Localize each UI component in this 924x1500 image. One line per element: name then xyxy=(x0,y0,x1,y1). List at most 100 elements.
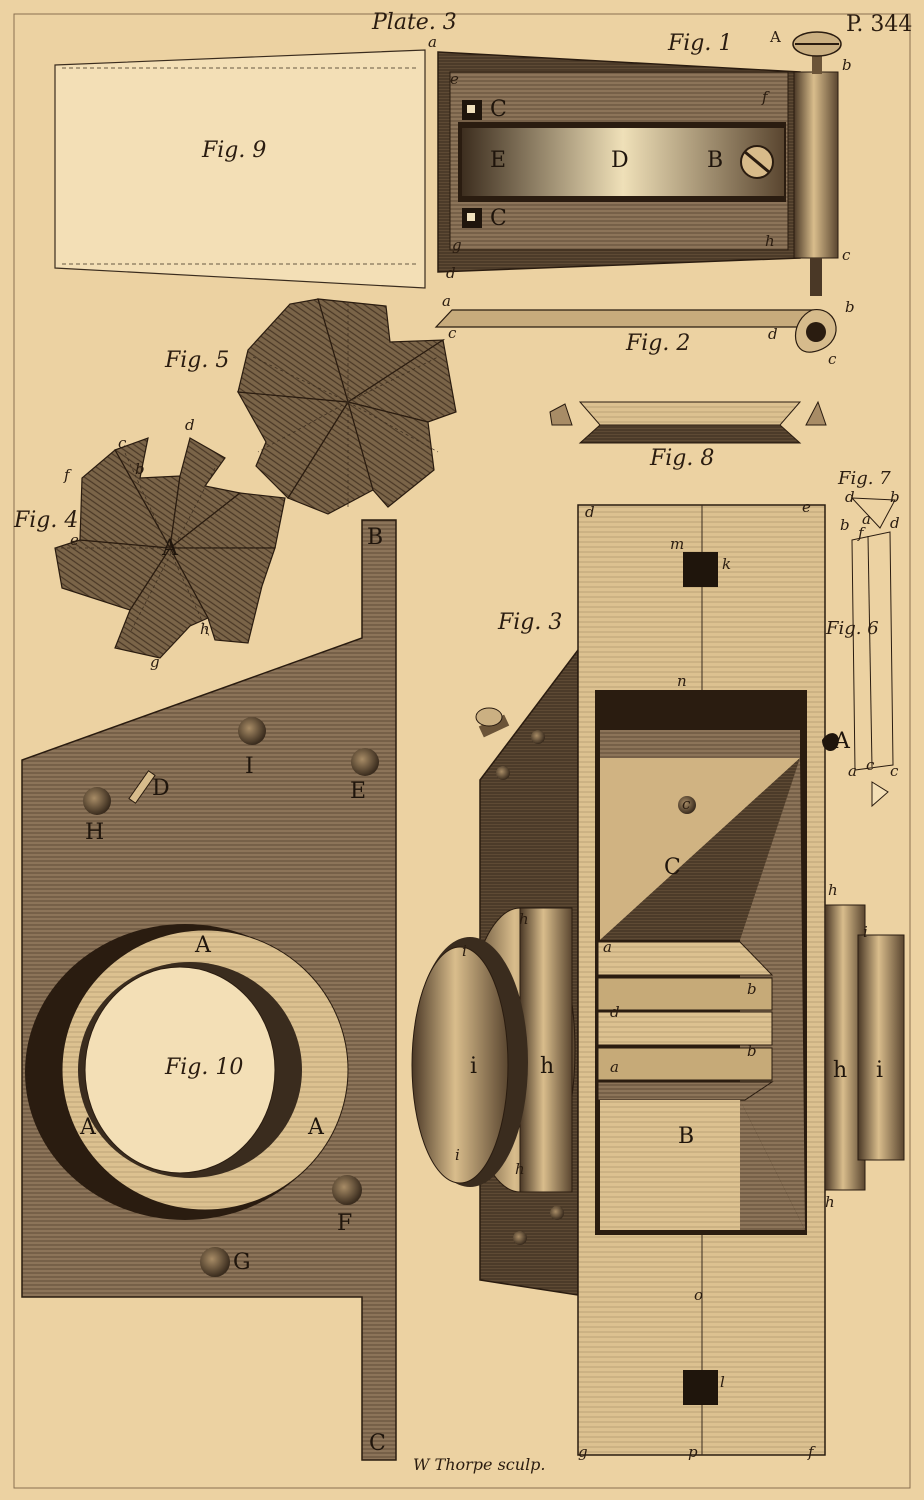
fig1-letter-C-top: C xyxy=(490,97,507,122)
fig6-caption: Fig. 6 xyxy=(826,618,879,639)
fig4-letter-e: e xyxy=(70,531,79,549)
fig7-letter-d2: d xyxy=(890,514,900,532)
fig2-letter-a: a xyxy=(442,292,451,310)
fig1-letter-f: f xyxy=(762,88,768,106)
plate-title: Plate. 3 xyxy=(372,10,457,35)
fig1-letter-c: c xyxy=(842,246,851,264)
fig6-letter-c1: c xyxy=(866,756,875,774)
fig1-letter-A: A xyxy=(770,28,781,46)
fig4-letter-d: d xyxy=(185,416,195,434)
fig3-letter-k: k xyxy=(722,555,732,573)
fig1-letter-e: e xyxy=(450,70,459,88)
fig3-letter-b2: b xyxy=(747,1042,757,1060)
fig3-letter-d2: d xyxy=(610,1003,620,1021)
fig2-letter-b: b xyxy=(845,298,855,316)
fig6-letter-a: a xyxy=(848,762,857,780)
fig8-drawing xyxy=(549,400,827,444)
fig3-letter-i4: i xyxy=(863,923,868,941)
fig2-letter-d: d xyxy=(768,325,778,343)
fig1-letter-B: B xyxy=(707,148,724,173)
fig4-letter-A: A xyxy=(162,536,178,561)
fig3-caption: Fig. 3 xyxy=(498,610,563,635)
fig7-letter-f: f xyxy=(858,524,864,542)
fig10-letter-D: D xyxy=(152,776,170,801)
fig10-caption: Fig. 10 xyxy=(165,1055,244,1080)
fig9-drawing xyxy=(54,49,426,289)
fig1-letter-E: E xyxy=(490,148,507,173)
fig3-letter-h5: h xyxy=(833,1058,848,1083)
fig1-letter-a: a xyxy=(428,33,437,51)
fig3-letter-i5: i xyxy=(876,1058,884,1083)
engraver-signature: W Thorpe sculp. xyxy=(413,1455,546,1474)
fig3-letter-h3: h xyxy=(515,1160,525,1178)
plate-border xyxy=(13,13,911,1489)
fig1-letter-b: b xyxy=(842,56,852,74)
fig2-caption: Fig. 2 xyxy=(626,331,691,356)
fig10-letter-A-right: A xyxy=(308,1115,324,1140)
fig3-drawing xyxy=(411,504,905,1456)
fig3-letter-p: p xyxy=(688,1443,698,1461)
page-reference: P. 344 xyxy=(846,12,913,37)
fig4-letter-b: b xyxy=(135,460,145,478)
fig4-letter-h: h xyxy=(200,620,210,638)
fig3-letter-h6: h xyxy=(825,1193,835,1211)
fig1-letter-h: h xyxy=(765,232,775,250)
fig8-caption: Fig. 8 xyxy=(650,446,715,471)
fig10-drawing xyxy=(21,519,397,1461)
fig3-letter-b1: b xyxy=(747,980,757,998)
fig7-letter-d: d xyxy=(845,488,855,506)
fig2-drawing xyxy=(434,309,837,353)
fig3-letter-i2: i xyxy=(470,1054,478,1079)
fig3-letter-h2: h xyxy=(540,1054,555,1079)
fig3-letter-f: f xyxy=(808,1443,814,1461)
fig3-letter-i1: i xyxy=(462,942,467,960)
fig10-letter-H: H xyxy=(85,820,105,845)
fig4-letter-f: f xyxy=(64,466,70,484)
fig7-letter-b2: b xyxy=(840,516,850,534)
fig3-letter-l: l xyxy=(720,1373,725,1391)
fig6-drawing xyxy=(850,497,896,808)
fig9-caption: Fig. 9 xyxy=(202,138,267,163)
fig5-drawing xyxy=(236,298,457,515)
fig4-drawing xyxy=(54,437,286,659)
fig3-letter-i3: i xyxy=(455,1146,460,1164)
fig10-letter-I: I xyxy=(245,754,254,779)
fig3-letter-a2: a xyxy=(610,1058,619,1076)
fig10-letter-C: C xyxy=(369,1431,386,1456)
fig10-letter-G: G xyxy=(233,1250,251,1275)
fig3-letter-n: n xyxy=(677,672,687,690)
fig10-letter-A-left: A xyxy=(80,1115,96,1140)
fig1-letter-D: D xyxy=(611,148,629,173)
fig3-letter-C: C xyxy=(664,855,681,880)
fig10-letter-F: F xyxy=(337,1211,353,1236)
fig2-letter-c: c xyxy=(448,324,457,342)
fig6-letter-A: A xyxy=(834,729,850,754)
fig1-drawing xyxy=(437,31,842,296)
fig1-caption: Fig. 1 xyxy=(668,31,733,56)
fig5-caption: Fig. 5 xyxy=(165,348,230,373)
fig10-letter-E: E xyxy=(350,779,367,804)
fig4-letter-c: c xyxy=(118,434,127,452)
fig3-letter-e: e xyxy=(802,498,811,516)
fig3-letter-o: o xyxy=(694,1286,704,1304)
fig7-caption: Fig. 7 xyxy=(838,468,891,489)
fig4-caption: Fig. 4 xyxy=(14,508,79,533)
fig6-letter-c2: c xyxy=(890,762,899,780)
fig2-letter-c2: c xyxy=(828,350,837,368)
fig7-letter-a: a xyxy=(862,510,871,528)
fig3-letter-d: d xyxy=(585,503,595,521)
fig3-letter-g: g xyxy=(578,1443,588,1461)
fig3-letter-h4: h xyxy=(828,881,838,899)
fig1-letter-g: g xyxy=(452,236,462,254)
fig3-letter-c: c xyxy=(682,795,691,813)
fig10-letter-A-top: A xyxy=(195,933,211,958)
fig7-letter-b: b xyxy=(890,488,900,506)
fig3-letter-m: m xyxy=(670,535,685,553)
fig1-letter-d: d xyxy=(446,264,456,282)
fig1-letter-C-bottom: C xyxy=(490,206,507,231)
fig10-letter-B: B xyxy=(367,525,384,550)
fig3-letter-h1: h xyxy=(519,910,529,928)
fig3-letter-a1: a xyxy=(603,938,612,956)
